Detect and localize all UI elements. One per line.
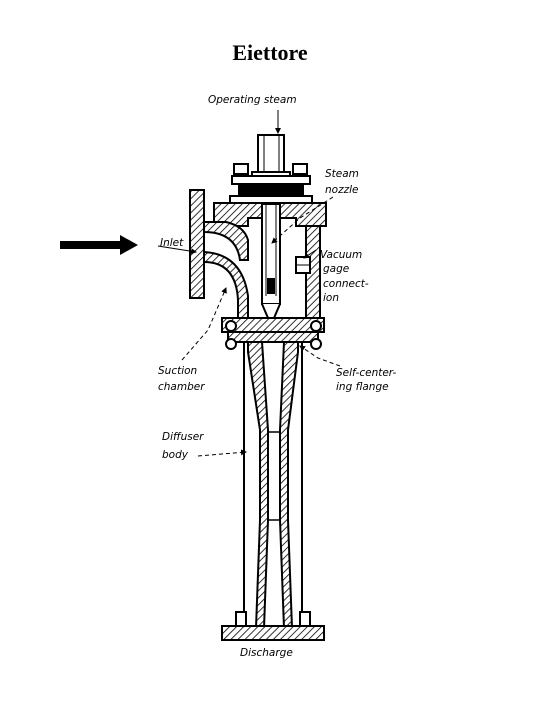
label-vacuum-line2: gage (323, 263, 349, 275)
label-operating-steam: Operating steam (208, 94, 297, 106)
self-centering-flange (221, 317, 325, 350)
label-steam-nozzle-line2: nozzle (325, 184, 358, 196)
suction-head (189, 189, 327, 321)
leader-lines (157, 110, 341, 457)
label-diffuser-line1: Diffuser (162, 431, 204, 443)
diffuser-body (221, 341, 325, 641)
label-suction-line2: chamber (158, 381, 205, 393)
label-flange-line1: Self-center- (336, 367, 397, 379)
label-vacuum-line4: ion (323, 292, 339, 304)
label-vacuum-line1: Vacuum (320, 249, 362, 261)
label-suction-line1: Suction (158, 365, 197, 377)
label-discharge: Discharge (240, 647, 293, 659)
top-bolts (229, 163, 313, 205)
label-inlet: Inlet (160, 237, 184, 249)
label-steam-nozzle-line1: Steam (325, 168, 359, 180)
page-title: Eiettore (232, 40, 308, 65)
label-diffuser-line2: body (162, 449, 189, 461)
steam-pipe (251, 134, 291, 181)
label-flange-line2: ing flange (336, 381, 389, 393)
steam-nozzle (261, 203, 281, 319)
big-inlet-arrow (60, 235, 138, 255)
label-vacuum-line3: connect- (323, 278, 369, 290)
